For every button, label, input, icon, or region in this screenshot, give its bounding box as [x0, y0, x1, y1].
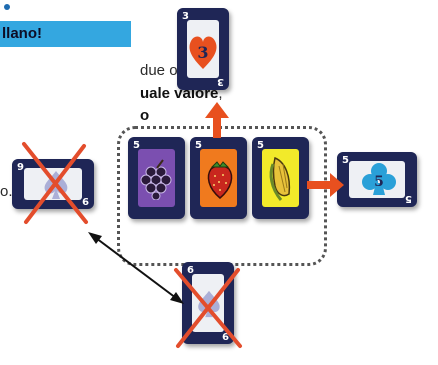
cross-out-bottom-icon [176, 270, 240, 346]
arrow-up-icon [205, 102, 229, 138]
double-arrow-icon [88, 232, 184, 304]
arrow-right-icon [307, 173, 344, 197]
cross-out-left-icon [24, 144, 86, 222]
